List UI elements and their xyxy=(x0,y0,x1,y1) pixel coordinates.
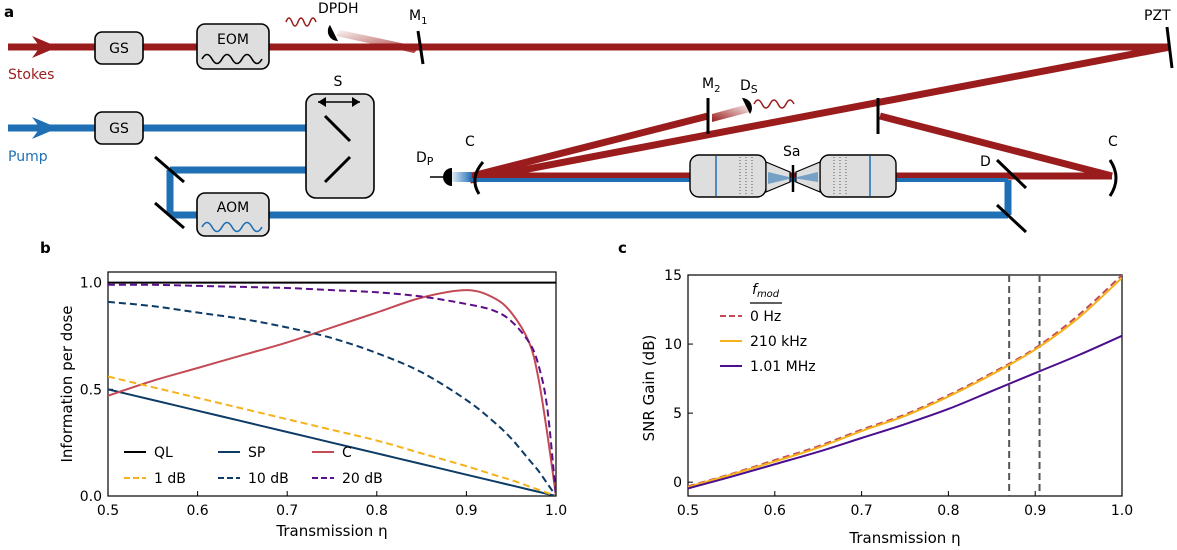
x-tick-label: 0.5 xyxy=(97,503,119,519)
x-tick-label: 1.0 xyxy=(545,503,567,519)
stokes-beam xyxy=(8,36,1171,184)
svg-text:S: S xyxy=(334,74,343,90)
x-tick-label: 0.7 xyxy=(276,503,298,519)
series-line-10-db xyxy=(108,300,556,496)
mirror-m1: M1 xyxy=(409,8,427,65)
stokes-label: Stokes xyxy=(8,67,54,83)
series-line-c xyxy=(108,289,556,496)
curved-mirror-right: C xyxy=(1108,134,1118,197)
legend-label: 20 dB xyxy=(342,471,383,487)
legend-label: QL xyxy=(154,445,173,461)
aom-wave-icon xyxy=(201,221,263,233)
curved-mirror-left: C xyxy=(465,134,485,195)
chart-b-series xyxy=(108,281,556,496)
svg-text:DPDH: DPDH xyxy=(318,1,359,17)
series-line-1-01-mhz xyxy=(688,334,1122,490)
chart-b-ylabel: Information per dose xyxy=(58,305,76,462)
x-tick-label: 1.0 xyxy=(1111,503,1133,519)
x-tick-label: 0.5 xyxy=(677,503,699,519)
chart-b-xlabel: Transmission η xyxy=(275,522,387,540)
svg-text:DS: DS xyxy=(740,78,758,96)
chart-c-series xyxy=(688,275,1122,496)
detector-pdh: DPDH xyxy=(285,1,420,53)
svg-text:M1: M1 xyxy=(409,8,427,27)
series-line-sp xyxy=(108,388,556,496)
legend-label: SP xyxy=(248,445,265,461)
pdh-signal-icon xyxy=(285,17,317,27)
svg-text:AOM: AOM xyxy=(217,200,249,216)
svg-text:PZT: PZT xyxy=(1144,8,1171,24)
chart-c-ylabel: SNR Gain (dB) xyxy=(640,335,658,442)
pump-mirror-1 xyxy=(154,155,185,184)
svg-text:EOM: EOM xyxy=(217,32,249,48)
sample: Sa xyxy=(768,144,818,192)
svg-text:D: D xyxy=(980,154,991,170)
legend-label: 0 Hz xyxy=(750,309,781,325)
chart-c: c 0.5 0.6 0.7 0.8 0.9 1.0 0 5 10 15 Transmission … xyxy=(618,239,1133,547)
dichroic-mirror: D xyxy=(980,154,1028,234)
objective-left xyxy=(689,154,791,198)
svg-text:C: C xyxy=(465,134,475,150)
svg-text:GS: GS xyxy=(109,121,129,137)
x-tick-label: 0.6 xyxy=(186,503,208,519)
series-line-1-db xyxy=(108,375,556,496)
gs-stokes-box: GS xyxy=(94,31,144,65)
gs-pump-box: GS xyxy=(94,111,144,145)
series-line-0-hz xyxy=(688,275,1122,488)
setup-schematic: a Stokes Pump GS xyxy=(4,1,1174,237)
eom-wave-icon xyxy=(201,53,263,65)
pump-arrow-icon xyxy=(32,117,58,139)
y-tick-label: 1.0 xyxy=(80,276,102,292)
detector-s: DS xyxy=(712,78,795,122)
y-tick-label: 0.0 xyxy=(80,489,102,505)
y-tick-label: 0 xyxy=(673,475,682,491)
svg-text:Sa: Sa xyxy=(783,144,800,160)
chart-c-ticks: 0.5 0.6 0.7 0.8 0.9 1.0 0 5 10 15 xyxy=(664,268,1133,519)
detector-p: DP xyxy=(416,150,472,186)
pump-label: Pump xyxy=(8,149,48,165)
panel-letter-b: b xyxy=(40,239,51,257)
y-tick-label: 10 xyxy=(664,337,682,353)
legend-label: 1.01 MHz xyxy=(750,359,816,375)
svg-text:C: C xyxy=(1108,134,1118,150)
chart-c-legend: 0 Hz 210 kHz 1.01 MHz fmod xyxy=(720,282,816,375)
x-tick-label: 0.7 xyxy=(850,503,872,519)
x-tick-label: 0.6 xyxy=(764,503,786,519)
legend-label: 10 dB xyxy=(248,471,289,487)
svg-text:M2: M2 xyxy=(702,76,720,95)
y-tick-label: 5 xyxy=(673,406,682,422)
svg-text:GS: GS xyxy=(109,41,129,57)
panel-letter-c: c xyxy=(618,239,627,257)
legend-label: C xyxy=(342,445,352,461)
legend-title: fmod xyxy=(752,282,780,300)
x-tick-label: 0.9 xyxy=(455,503,477,519)
y-tick-label: 15 xyxy=(664,268,682,284)
series-line-210-khz xyxy=(688,277,1122,488)
stokes-arrow-icon xyxy=(32,36,58,58)
ds-signal-icon xyxy=(753,99,795,109)
legend-label: 210 kHz xyxy=(750,334,807,350)
svg-text:DP: DP xyxy=(416,150,434,168)
series-line-20-db xyxy=(108,283,556,496)
panel-letter-a: a xyxy=(4,3,14,21)
chart-b-frame xyxy=(107,271,557,497)
legend-label: 1 dB xyxy=(154,471,186,487)
pump-mirror-2 xyxy=(154,201,185,230)
x-tick-label: 0.9 xyxy=(1024,503,1046,519)
chart-c-frame xyxy=(687,274,1123,497)
shutter-stage: S xyxy=(305,74,375,199)
mirror-pzt: PZT xyxy=(1144,8,1174,69)
aom-box: AOM xyxy=(196,192,270,237)
mirror-m2: M2 xyxy=(702,76,720,134)
x-tick-label: 0.8 xyxy=(937,503,959,519)
chart-b-legend: QL SP C 1 dB 10 dB 20 dB xyxy=(124,445,383,487)
eom-box: EOM xyxy=(196,23,270,70)
chart-c-xlabel: Transmission η xyxy=(848,529,960,547)
y-tick-label: 0.5 xyxy=(80,382,102,398)
x-tick-label: 0.8 xyxy=(366,503,388,519)
